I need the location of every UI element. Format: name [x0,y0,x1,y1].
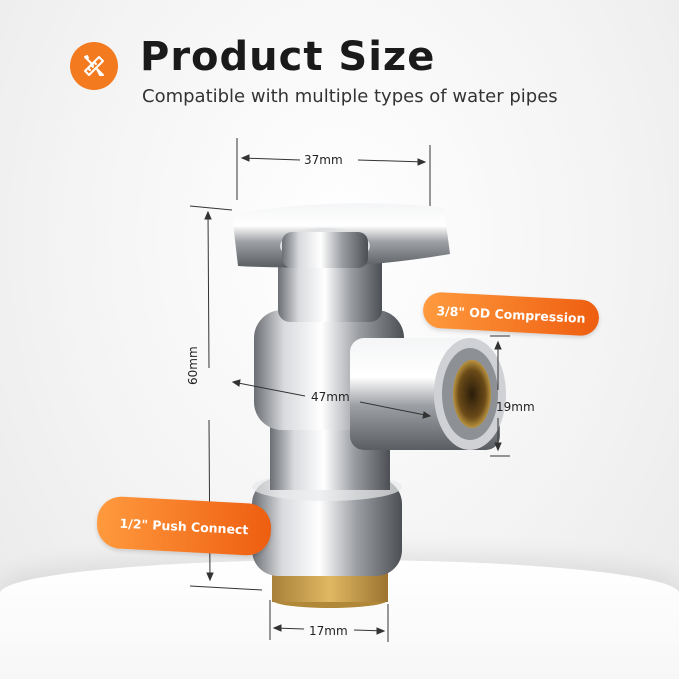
inlet-label-text: 1/2" Push Connect [119,515,249,537]
dimension-height: 60mm [186,346,200,385]
page-subtitle: Compatible with multiple types of water … [142,86,558,107]
dimension-depth: 47mm [311,390,350,404]
compression-outlet [350,338,506,450]
quarter-turn-handle [232,203,450,268]
outlet-label-text: 3/8" OD Compression [436,302,586,326]
ruler-pencil-icon [70,42,118,90]
dimension-inlet-diameter: 17mm [309,624,348,638]
dimension-top-width: 37mm [304,153,343,167]
inlet-label-badge: 1/2" Push Connect [95,495,273,557]
outlet-bore [453,360,491,428]
page-title: Product Size [140,34,436,80]
dimension-outlet-diameter: 19mm [496,400,535,414]
